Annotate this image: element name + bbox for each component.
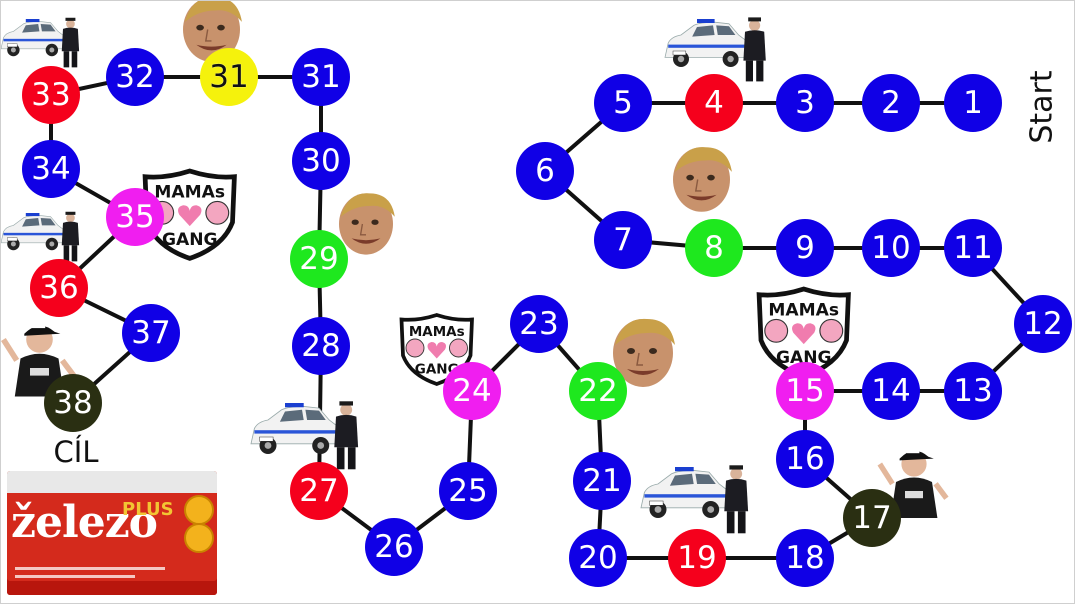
police-car-icon	[1, 211, 80, 262]
board-tile[interactable]: 19	[668, 529, 726, 587]
board-tile[interactable]: 22	[569, 362, 627, 420]
police-car-icon	[1, 17, 80, 68]
badge-bottom-text: GANG	[776, 348, 832, 368]
boy-cap-icon	[877, 449, 949, 518]
police-car-icon	[640, 465, 749, 534]
police-car-icon	[250, 401, 359, 470]
board-tile[interactable]: 14	[862, 362, 920, 420]
board-tile[interactable]: 33	[22, 66, 80, 124]
board-tile[interactable]: 34	[22, 140, 80, 198]
board-tile[interactable]: 10	[862, 219, 920, 277]
badge-bottom-text: GANG	[162, 230, 218, 250]
face-icon	[673, 147, 732, 212]
board-tile[interactable]: 8	[685, 219, 743, 277]
board-tile[interactable]: 7	[594, 211, 652, 269]
goal-label: CÍL	[53, 435, 99, 469]
board-tile[interactable]: 18	[776, 529, 834, 587]
box-top-strip	[7, 471, 217, 493]
board-tile[interactable]: 1	[944, 74, 1002, 132]
board-tile[interactable]: 31	[200, 48, 258, 106]
board-tile[interactable]: 32	[106, 48, 164, 106]
board-tile[interactable]: 26	[365, 518, 423, 576]
board-tile[interactable]: 21	[573, 452, 631, 510]
board-tile[interactable]: 25	[439, 462, 497, 520]
fine-print	[15, 575, 135, 578]
board-tile[interactable]: 13	[944, 362, 1002, 420]
board-tile[interactable]: 28	[292, 317, 350, 375]
product-word: železo	[11, 497, 158, 548]
face-icon	[339, 193, 395, 255]
board-tile[interactable]: 37	[122, 304, 180, 362]
board-tile[interactable]: 6	[516, 142, 574, 200]
board-tile[interactable]: 30	[292, 132, 350, 190]
start-label: Start	[1024, 70, 1060, 144]
face-icon	[183, 1, 242, 62]
board-tile[interactable]: 17	[843, 489, 901, 547]
pill-icon	[184, 495, 214, 525]
board-tile[interactable]: 27	[290, 462, 348, 520]
board-tile[interactable]: 4	[685, 74, 743, 132]
board-tile[interactable]: 2	[862, 74, 920, 132]
police-car-icon	[664, 17, 766, 82]
pill-icon	[184, 523, 214, 553]
board-tile[interactable]: 12	[1014, 295, 1072, 353]
badge-top-text: MAMAs	[768, 301, 839, 321]
board-tile[interactable]: 5	[594, 74, 652, 132]
face-icon	[613, 318, 675, 387]
badge-top-text: MAMAs	[409, 324, 465, 340]
board-tile[interactable]: 29	[290, 230, 348, 288]
board-tile[interactable]: 9	[776, 219, 834, 277]
board-tile[interactable]: 35	[106, 188, 164, 246]
badge-top-text: MAMAs	[154, 183, 225, 203]
board-tile[interactable]: 11	[944, 219, 1002, 277]
board-tile[interactable]: 16	[776, 430, 834, 488]
iron-supplement-box: železo PLUS	[7, 471, 217, 595]
board-tile[interactable]: 20	[569, 529, 627, 587]
fine-print	[15, 567, 165, 570]
board-tile[interactable]: 23	[510, 295, 568, 353]
board-tile[interactable]: 15	[776, 362, 834, 420]
board-tile[interactable]: 38	[44, 374, 102, 432]
board-tile[interactable]: 36	[30, 259, 88, 317]
product-plus: PLUS	[122, 499, 174, 520]
board-tile[interactable]: 3	[776, 74, 834, 132]
board-tile[interactable]: 24	[443, 362, 501, 420]
board-tile[interactable]: 31	[292, 48, 350, 106]
